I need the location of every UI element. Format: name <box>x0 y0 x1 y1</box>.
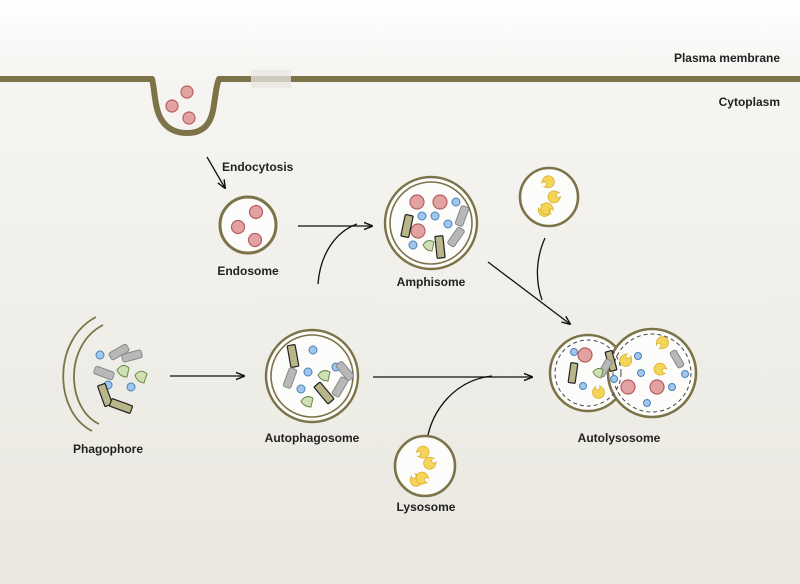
lysosome-upper <box>518 166 580 228</box>
endocytosis-arrow <box>206 156 225 188</box>
autophagosome <box>264 328 360 424</box>
lysosome-fusion-curve-upper <box>536 237 546 301</box>
plasma-membrane <box>0 70 800 136</box>
autophagosome-label: Autophagosome <box>265 431 360 445</box>
lysosome-label: Lysosome <box>397 500 456 514</box>
phagophore <box>62 316 148 432</box>
amphisome-to-autolysosome-arrow <box>487 261 570 324</box>
plasma-membrane-label: Plasma membrane <box>674 51 780 65</box>
lysosome-lower <box>393 434 457 498</box>
endosome-label: Endosome <box>217 264 279 278</box>
lysosome-fusion-curve-lower <box>426 375 493 441</box>
cytoplasm-label: Cytoplasm <box>719 95 780 109</box>
amphisome <box>383 175 479 271</box>
autolysosome <box>548 327 698 419</box>
autophagosome-to-amphisome-curve <box>317 223 358 285</box>
amphisome-label: Amphisome <box>397 275 466 289</box>
endocytosis-label: Endocytosis <box>222 160 294 174</box>
phagophore-label: Phagophore <box>73 442 143 456</box>
endocytic-cargo <box>165 85 196 125</box>
autolysosome-label: Autolysosome <box>578 431 661 445</box>
endosome <box>218 195 278 255</box>
